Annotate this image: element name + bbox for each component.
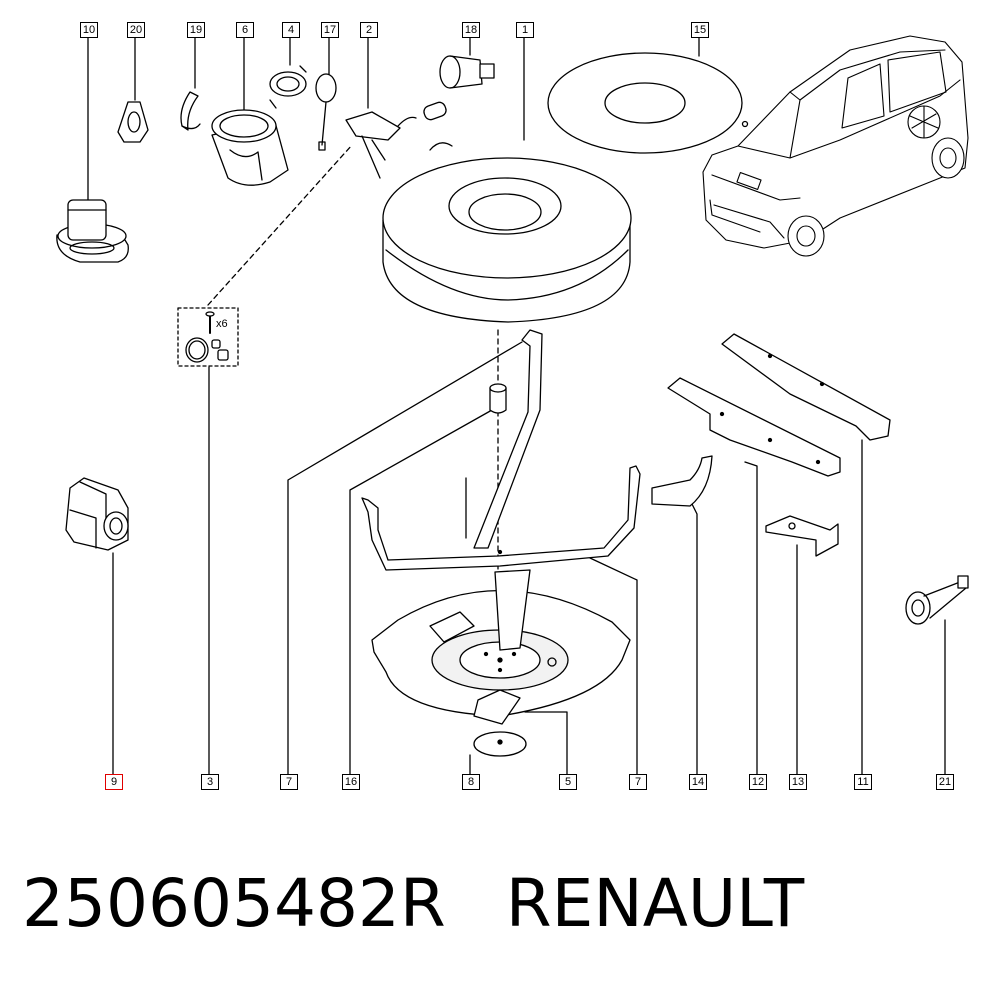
brand-name: RENAULT	[505, 864, 805, 942]
kit-quantity-label: x6	[216, 318, 228, 330]
callout-14: 14	[689, 774, 707, 790]
callout-16: 16	[342, 774, 360, 790]
callout-18: 18	[462, 22, 480, 38]
part-1-lpg-tank	[382, 142, 632, 323]
part-2-sender	[345, 101, 447, 179]
part-19-clip	[180, 91, 201, 131]
part-13-bracket	[765, 515, 839, 557]
part-3-fixing-kit	[177, 307, 239, 367]
callout-11: 11	[854, 774, 872, 790]
callout-10: 10	[80, 22, 98, 38]
callout-3: 3	[201, 774, 219, 790]
callout-15: 15	[691, 22, 709, 38]
callout-7-left: 7	[280, 774, 298, 790]
part-12-rail	[667, 377, 841, 477]
top-leader-lines	[87, 36, 700, 201]
callout-6: 6	[236, 22, 254, 38]
part-10-valve	[56, 199, 129, 263]
part-number: 250605482R	[22, 864, 446, 942]
part-15-disc	[547, 52, 749, 154]
callout-13: 13	[789, 774, 807, 790]
part-18-plug	[439, 55, 495, 89]
callout-12: 12	[749, 774, 767, 790]
callout-21: 21	[936, 774, 954, 790]
part-14-curved-strap	[651, 455, 713, 507]
callout-20: 20	[127, 22, 145, 38]
callout-2: 2	[360, 22, 378, 38]
part-11-long-rail	[721, 333, 891, 441]
callout-7-right: 7	[629, 774, 647, 790]
part-17-gauge	[315, 73, 337, 151]
bottom-leader-lines	[112, 341, 946, 776]
part-4-ring	[269, 65, 307, 109]
part-7-cradle-frame	[361, 465, 641, 571]
part-8-pad	[473, 731, 527, 757]
part-9-multivalve	[65, 477, 129, 551]
callout-1: 1	[516, 22, 534, 38]
callout-19: 19	[187, 22, 205, 38]
part-20-gasket	[117, 101, 149, 143]
part-5-tray	[371, 569, 631, 725]
part-7-strap	[465, 329, 543, 549]
callout-4: 4	[282, 22, 300, 38]
callout-8: 8	[462, 774, 480, 790]
vehicle-illustration	[702, 35, 969, 257]
part-6-sleeve	[211, 109, 289, 186]
part-21-bolt	[905, 575, 969, 625]
callout-9-selected[interactable]: 9	[105, 774, 123, 790]
part-caption: 250605482R RENAULT	[22, 858, 804, 948]
callout-17: 17	[321, 22, 339, 38]
callout-5: 5	[559, 774, 577, 790]
dashed-relations	[207, 144, 499, 651]
part-16-spacer	[489, 383, 507, 414]
